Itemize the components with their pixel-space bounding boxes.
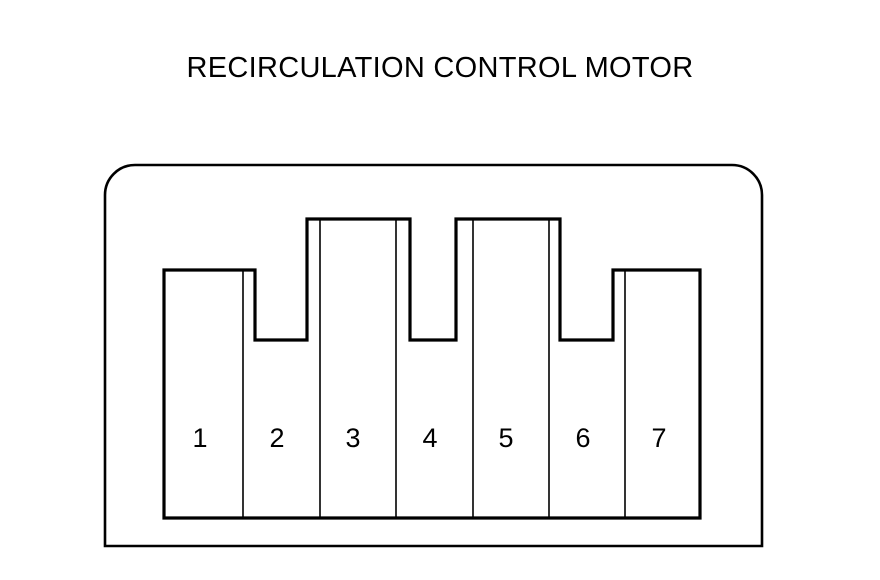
pin-label-1: 1 bbox=[192, 423, 207, 453]
connector-cavity-outline bbox=[162, 217, 702, 520]
connector-shell-outline bbox=[103, 163, 764, 548]
pin-divider-group bbox=[242, 219, 626, 518]
pin-label-2: 2 bbox=[269, 423, 284, 453]
page-title: RECIRCULATION CONTROL MOTOR bbox=[186, 52, 694, 84]
pin-label-7: 7 bbox=[651, 423, 666, 453]
pin-label-group: 1 2 3 4 5 6 7 bbox=[192, 423, 666, 453]
pin-label-6: 6 bbox=[575, 423, 590, 453]
pin-label-5: 5 bbox=[498, 423, 513, 453]
pin-label-4: 4 bbox=[422, 423, 437, 453]
pin-label-3: 3 bbox=[345, 423, 360, 453]
